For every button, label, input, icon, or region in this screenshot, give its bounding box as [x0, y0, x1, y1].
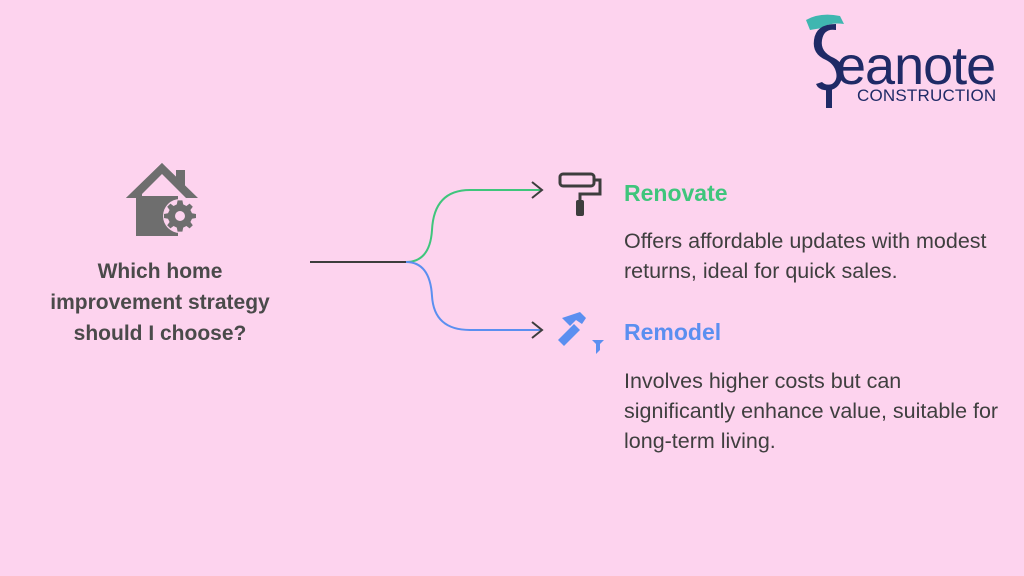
renovate-connector — [405, 189, 542, 263]
logo-wordmark: eanote — [836, 36, 996, 96]
house-gear-icon — [126, 163, 198, 236]
remodel-arrowhead — [531, 321, 544, 339]
paint-roller-icon — [558, 172, 602, 216]
seahorse-logo-icon — [806, 14, 844, 108]
remodel-connector — [405, 261, 542, 331]
option-description-remodel: Involves higher costs but can significan… — [624, 369, 999, 453]
renovate-arrowhead — [531, 181, 544, 199]
hammer-icon — [558, 312, 604, 354]
option-title-renovate: Renovate — [624, 180, 728, 206]
option-title-remodel: Remodel — [624, 319, 722, 345]
question-label: Which home improvement strategy should I… — [50, 260, 270, 345]
option-description-renovate: Offers affordable updates with modest re… — [624, 229, 987, 283]
logo-subtitle: CONSTRUCTION — [857, 86, 997, 105]
